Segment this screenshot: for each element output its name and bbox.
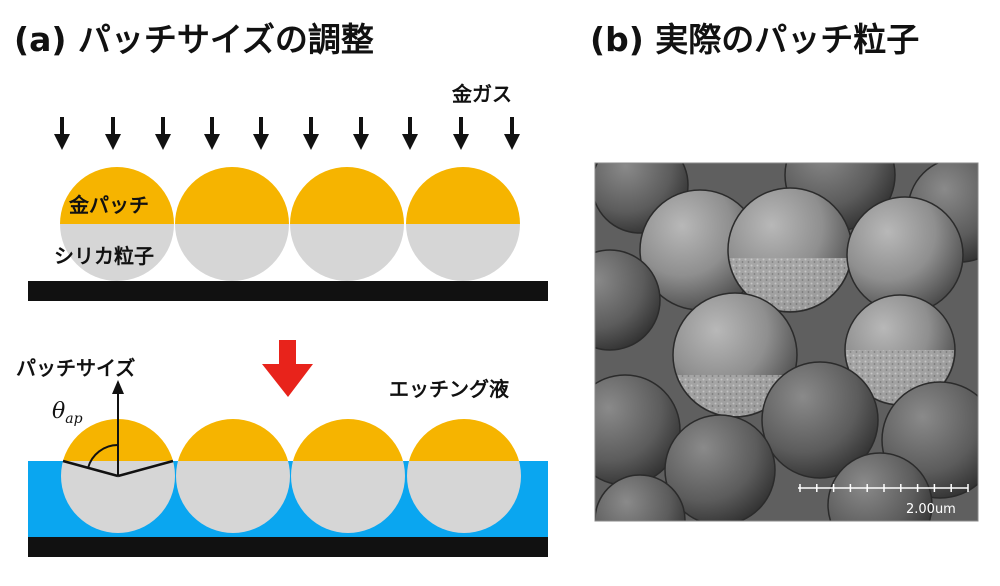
silica-particle-body (61, 461, 175, 533)
bottom-particle-row (61, 419, 521, 533)
scale-bar-label: 2.00um (906, 502, 956, 517)
top-substrate (28, 281, 548, 301)
sem-particle (595, 474, 686, 521)
down-arrow-icon (504, 134, 520, 150)
gold-patch-cap (178, 419, 288, 461)
down-arrow-icon (353, 134, 369, 150)
sem-particle (761, 361, 879, 479)
up-arrowhead-icon (112, 380, 124, 394)
scale-bar-ticks (799, 484, 969, 492)
patch-size-label: パッチサイズ (16, 356, 135, 380)
silica-particle-label: シリカ粒子 (54, 244, 154, 268)
silica-particle-body (175, 224, 289, 281)
theta-ap-label: θap (52, 399, 83, 427)
top-particle-row (60, 167, 520, 281)
down-arrow-icon (155, 134, 171, 150)
gold-patch-cap (290, 167, 404, 224)
process-arrow-icon (262, 340, 313, 397)
down-arrow-icon (402, 134, 418, 150)
silica-particle-body (176, 461, 290, 533)
panel-a-title: (a) パッチサイズの調整 (14, 20, 374, 59)
theta-symbol: θ (52, 399, 65, 424)
down-arrow-icon (54, 134, 70, 150)
down-arrow-icon (453, 134, 469, 150)
angle-arc (87, 443, 119, 469)
patch-angle-annotation (62, 380, 174, 478)
gold-patch-cap (293, 419, 403, 461)
gold-patch-cap (175, 167, 289, 224)
sem-particle (595, 249, 661, 351)
gold-gas-label: 金ガス (451, 82, 512, 106)
silica-particle-body (291, 461, 405, 533)
etchant-label: エッチング液 (389, 377, 510, 401)
sem-particle (827, 452, 933, 521)
gold-patch-cap (60, 167, 174, 224)
down-arrow-icon (253, 134, 269, 150)
silica-particle-body (407, 461, 521, 533)
silica-particle-body (290, 224, 404, 281)
gold-patch-cap (409, 419, 519, 461)
down-arrow-icon (105, 134, 121, 150)
sem-micrograph: 2.00um (595, 163, 978, 521)
gold-patch-cap (406, 167, 520, 224)
theta-subscript: ap (65, 411, 82, 427)
bottom-substrate (28, 537, 548, 557)
silica-particle-body (406, 224, 520, 281)
sem-particle (595, 374, 681, 486)
down-arrow-icon (204, 134, 220, 150)
down-arrow-icon (303, 134, 319, 150)
sem-particle (664, 414, 776, 521)
sem-frame (594, 162, 979, 522)
panel-b-title: (b) 実際のパッチ粒子 (590, 20, 919, 59)
gold-gas-arrows (54, 117, 520, 150)
silica-particle-body (60, 224, 174, 281)
gold-patch-label: 金パッチ (68, 193, 149, 217)
